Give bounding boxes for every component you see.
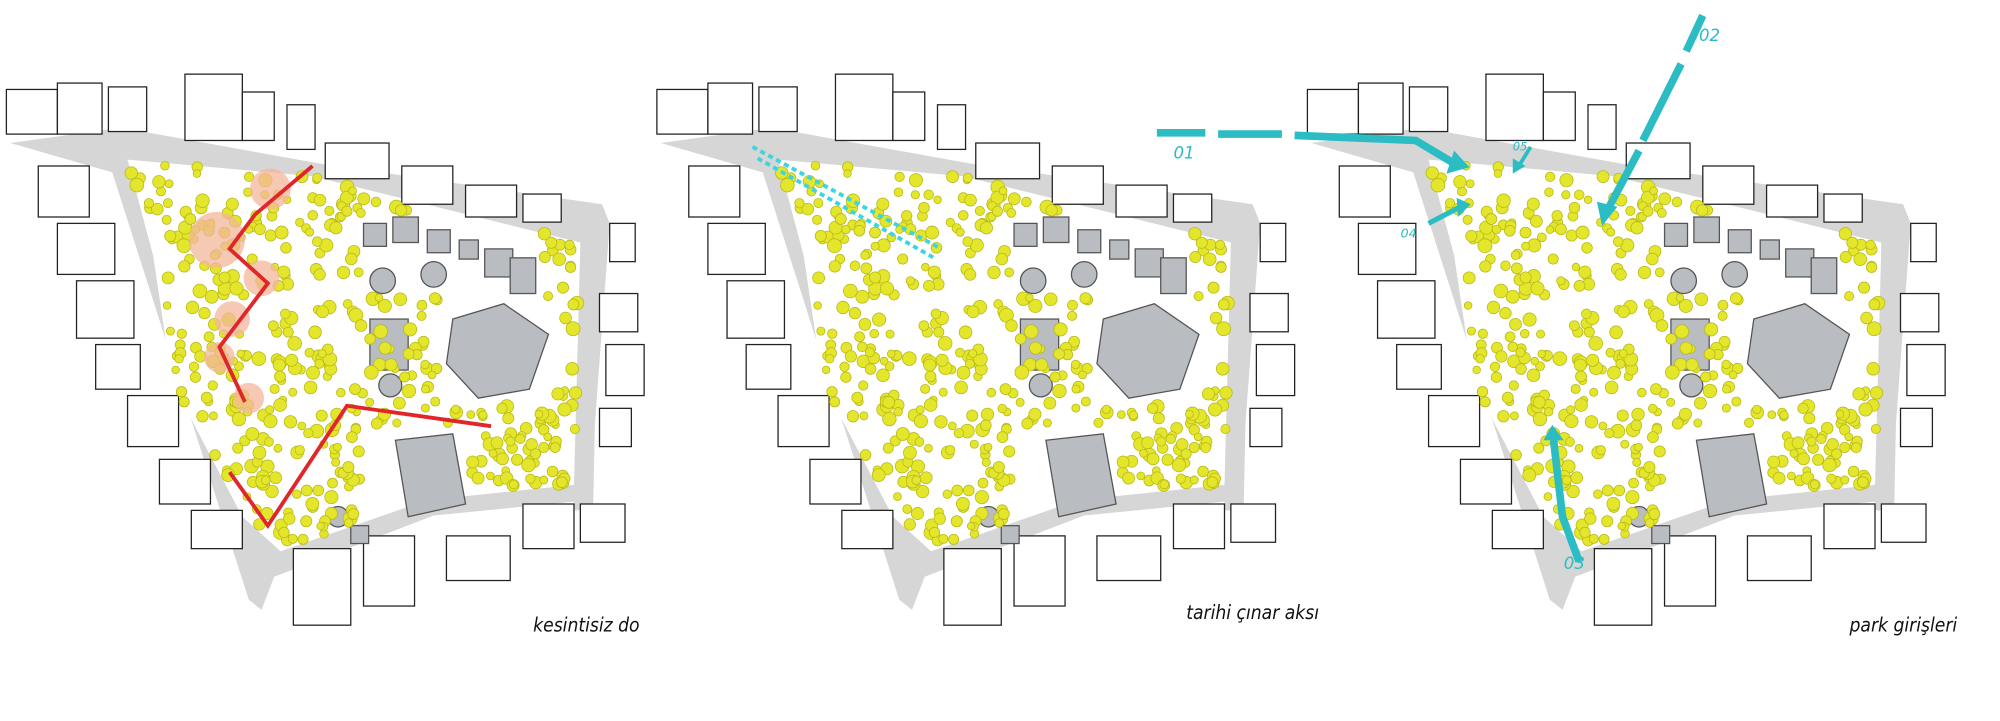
entrance-arrow-04 bbox=[1427, 204, 1462, 226]
entrance-label: 01 bbox=[1173, 143, 1194, 162]
panel-caption: park girişleri bbox=[1848, 614, 1957, 637]
panel-plane-tree-axis: tarihi çınar aksı bbox=[656, 73, 1319, 626]
zone-circle bbox=[250, 168, 291, 210]
panel-park-entrances: 01 02 03 04 05 park girişleri bbox=[1156, 13, 1957, 637]
arrowhead-icon bbox=[1543, 424, 1564, 441]
activity-zones bbox=[188, 168, 291, 414]
arrowhead-icon bbox=[1512, 158, 1526, 174]
zone-circle bbox=[188, 211, 245, 269]
plane-tree-axis-line bbox=[756, 156, 938, 261]
entrance-arrow-05 bbox=[1518, 145, 1533, 165]
zone-circle bbox=[214, 301, 250, 337]
entrance-label: 03 bbox=[1564, 554, 1585, 573]
panel-continuous-path: kesintisiz do bbox=[5, 73, 645, 637]
panel-caption: tarihi çınar aksı bbox=[1186, 601, 1319, 624]
entrance-label: 04 bbox=[1401, 226, 1417, 241]
entrance-arrow-01 bbox=[1156, 128, 1457, 167]
arrowhead-icon bbox=[1456, 197, 1471, 218]
entrance-arrow-03 bbox=[1549, 439, 1583, 563]
entrance-label: 05 bbox=[1513, 140, 1528, 154]
plane-tree-axis-line bbox=[751, 145, 943, 251]
arrowhead-icon bbox=[1446, 150, 1470, 174]
arrowhead-icon bbox=[1596, 201, 1618, 226]
entrance-label: 02 bbox=[1699, 26, 1720, 45]
continuous-path-line bbox=[217, 164, 314, 403]
continuous-path-line bbox=[228, 403, 492, 530]
panel-caption: kesintisiz do bbox=[533, 614, 639, 637]
entrance-arrow-02 bbox=[1603, 13, 1707, 213]
